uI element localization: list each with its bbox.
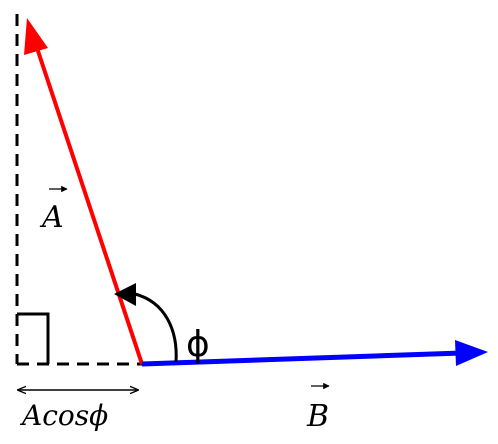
projection-label: Acosϕ	[19, 399, 108, 432]
vector-b-text: B	[306, 399, 329, 434]
vector-a-text: A	[39, 200, 64, 235]
right-angle-marker	[17, 312, 50, 364]
angle-arc-arrowhead	[114, 283, 136, 306]
vector-a-arrow	[24, 18, 144, 365]
angle-phi-label: ϕ	[186, 324, 210, 365]
vector-b-arrow	[141, 340, 488, 367]
vector-b-label: B	[306, 382, 330, 434]
angle-arc	[134, 292, 178, 363]
vector-a-label: A	[39, 185, 68, 235]
